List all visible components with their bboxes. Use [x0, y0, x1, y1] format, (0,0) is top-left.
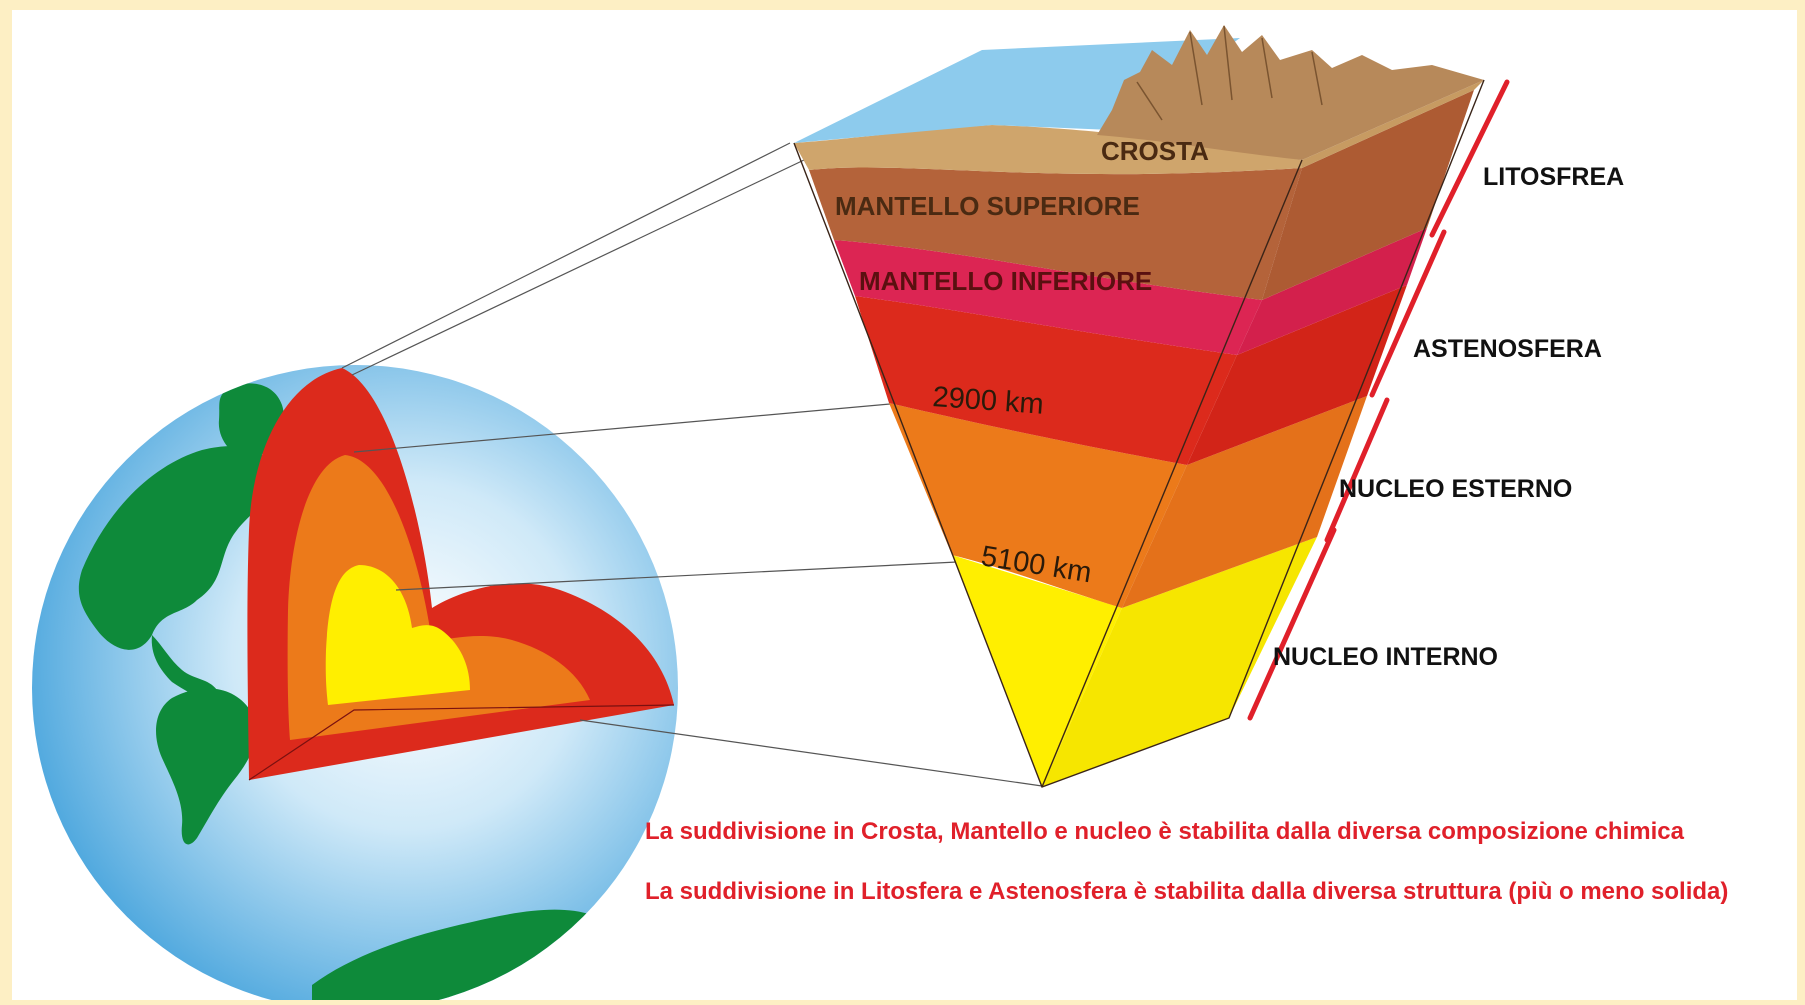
block-outline: [793, 79, 1485, 788]
front-outer-core-layer: [889, 403, 1187, 608]
side-outer-core-layer: [1122, 396, 1367, 608]
composition-note: La suddivisione in Crosta, Mantello e nu…: [645, 818, 1684, 845]
crust-label: CROSTA: [1101, 136, 1209, 166]
central-america-landmass: [151, 635, 217, 700]
cutaway-inner-core: [325, 565, 470, 705]
earth-structure-illustration: CROSTA MANTELLO SUPERIORE MANTELLO INFER…: [32, 25, 1624, 1000]
globe-cutaway: [247, 368, 675, 781]
south-america-landmass: [156, 688, 257, 845]
projection-line-bottom: [579, 719, 1043, 787]
inner-core-bar: [1247, 527, 1337, 721]
side-inner-core-layer: [1042, 537, 1317, 787]
continents: [78, 383, 612, 1000]
side-lower-mantle-layer: [1237, 228, 1427, 355]
asthenosphere-label: ASTENOSFERA: [1413, 335, 1602, 363]
diagram-canvas: CROSTA MANTELLO SUPERIORE MANTELLO INFER…: [12, 10, 1797, 1000]
north-america-landmass: [78, 446, 276, 650]
projection-line-core: [395, 561, 958, 591]
front-crust-layer: [794, 125, 1302, 175]
globe: [32, 365, 678, 1000]
mountain-ridges: [1136, 25, 1323, 121]
inner-core-label: NUCLEO INTERNO: [1273, 643, 1498, 671]
structure-note: La suddivisione in Litosfera e Astenosfe…: [645, 878, 1729, 905]
projection-line-top-b: [351, 159, 805, 376]
asthenosphere-bar: [1369, 229, 1447, 398]
cutaway-edge: [248, 704, 675, 781]
front-upper-mantle-layer: [809, 167, 1302, 300]
outer-core-label: NUCLEO ESTERNO: [1339, 475, 1572, 503]
depth-2900-label: 2900 km: [932, 381, 1045, 421]
projection-lines: [341, 142, 1043, 787]
lithosphere-bar: [1429, 79, 1510, 238]
side-deep-mantle-layer: [1187, 285, 1407, 465]
cross-section-block: [793, 25, 1485, 788]
upper-mantle-label: MANTELLO SUPERIORE: [835, 191, 1140, 221]
outer-core-bar: [1324, 397, 1390, 543]
side-upper-mantle-layer: [1262, 90, 1474, 300]
greenland-landmass: [218, 383, 284, 459]
lower-mantle-label: MANTELLO INFERIORE: [859, 266, 1152, 296]
projection-line-top-a: [341, 142, 791, 369]
projection-line-mantle: [353, 403, 891, 453]
side-crust-layer: [1302, 80, 1484, 168]
lithosphere-label: LITOSFREA: [1483, 163, 1624, 191]
zone-bars: [1247, 79, 1510, 721]
front-deep-mantle-layer: [855, 296, 1237, 465]
front-lower-mantle-layer: [834, 240, 1262, 355]
front-inner-core-layer: [952, 555, 1122, 787]
